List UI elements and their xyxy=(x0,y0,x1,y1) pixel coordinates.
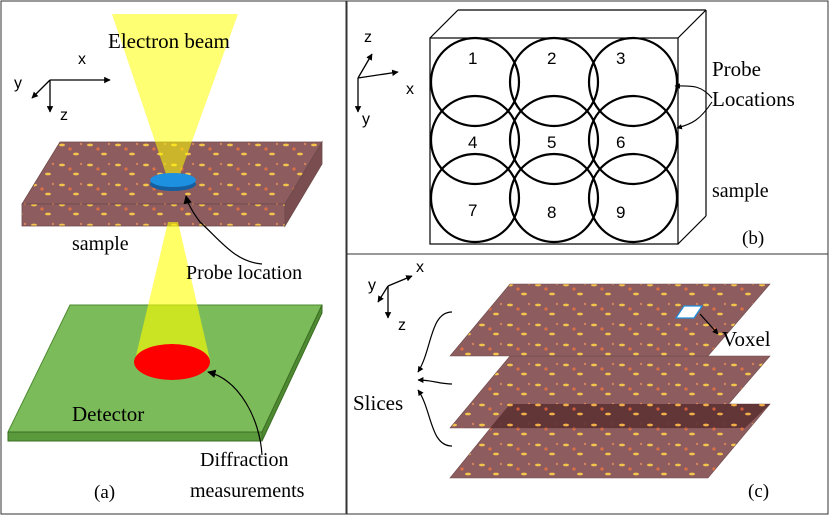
probe-circle xyxy=(429,36,521,128)
probe-locations-label-line1: Probe xyxy=(712,57,761,81)
probe-pointer xyxy=(183,195,263,265)
voxel-label: Voxel xyxy=(722,327,771,351)
probe-circle xyxy=(508,152,600,244)
detector-label: Detector xyxy=(72,402,144,426)
panel-c: x y z Voxel Slices (c) xyxy=(353,259,771,502)
probe-number: 1 xyxy=(468,49,477,68)
probe-circle xyxy=(429,152,521,244)
panel-b-axes: x y z xyxy=(354,29,414,128)
panel-a: x y z Electron beam xyxy=(7,14,323,503)
electron-beam-label: Electron beam xyxy=(108,29,230,53)
slice xyxy=(449,283,771,357)
panel-a-frame xyxy=(0,0,347,515)
panel-b: x y z 1 2 3 4 5 xyxy=(354,9,795,249)
panel-c-axis-x: x xyxy=(416,259,424,276)
probe-number: 2 xyxy=(547,49,556,68)
probe-circle xyxy=(508,94,600,186)
probe-circle xyxy=(587,152,679,244)
sample-label: sample xyxy=(72,233,129,255)
diffracted-beam xyxy=(135,222,210,360)
panel-c-tag: (c) xyxy=(748,481,769,502)
probe-number: 5 xyxy=(547,133,556,152)
probe-circle xyxy=(508,36,600,128)
probe-circle xyxy=(587,94,679,186)
panel-a-axis-y: y xyxy=(14,75,22,92)
panel-c-axis-y: y xyxy=(368,277,376,294)
slices-pointer xyxy=(417,389,453,447)
probe-number: 8 xyxy=(547,203,556,222)
probe-location-label: Probe location xyxy=(186,262,302,284)
probe-disk xyxy=(150,173,196,191)
probe-circles xyxy=(429,36,679,244)
probe-number: 4 xyxy=(468,133,477,152)
diffraction-pointer xyxy=(207,369,263,456)
panel-b-axis-z: z xyxy=(364,29,372,46)
panel-c-frame xyxy=(346,253,829,515)
voxel-pointer xyxy=(699,313,719,335)
panel-b-axis-x: x xyxy=(406,81,414,98)
slice-overlap xyxy=(490,404,770,428)
probe-number: 7 xyxy=(468,201,477,220)
probe-circle xyxy=(587,36,679,128)
probe-locations-label-line2: Locations xyxy=(712,87,795,111)
panel-a-axes: x y z xyxy=(14,51,111,124)
probe-locations-pointer xyxy=(676,101,713,130)
diffraction-spot xyxy=(134,344,210,380)
probe-locations-pointer xyxy=(674,83,713,99)
slices-label: Slices xyxy=(353,391,403,415)
slices-pointer xyxy=(417,311,453,373)
panel-c-axis-z: z xyxy=(398,317,406,334)
slices-pointer xyxy=(417,377,453,385)
electron-beam xyxy=(112,14,238,180)
panel-a-axis-x: x xyxy=(78,51,86,68)
probe-number: 3 xyxy=(616,49,625,68)
panel-b-frame xyxy=(346,0,829,255)
probe-circle xyxy=(429,94,521,186)
panel-b-sample-label: sample xyxy=(712,180,769,202)
diffraction-label-line2: measurements xyxy=(190,480,305,502)
panel-a-tag: (a) xyxy=(94,482,115,503)
panel-b-tag: (b) xyxy=(742,228,764,249)
voxel xyxy=(674,305,704,319)
diffraction-label-line1: Diffraction xyxy=(200,449,289,471)
panel-b-axis-y: y xyxy=(362,111,370,128)
panel-a-axis-z: z xyxy=(60,107,68,124)
probe-number: 9 xyxy=(616,203,625,222)
panel-c-axes: x y z xyxy=(368,259,424,334)
probe-number: 6 xyxy=(616,133,625,152)
